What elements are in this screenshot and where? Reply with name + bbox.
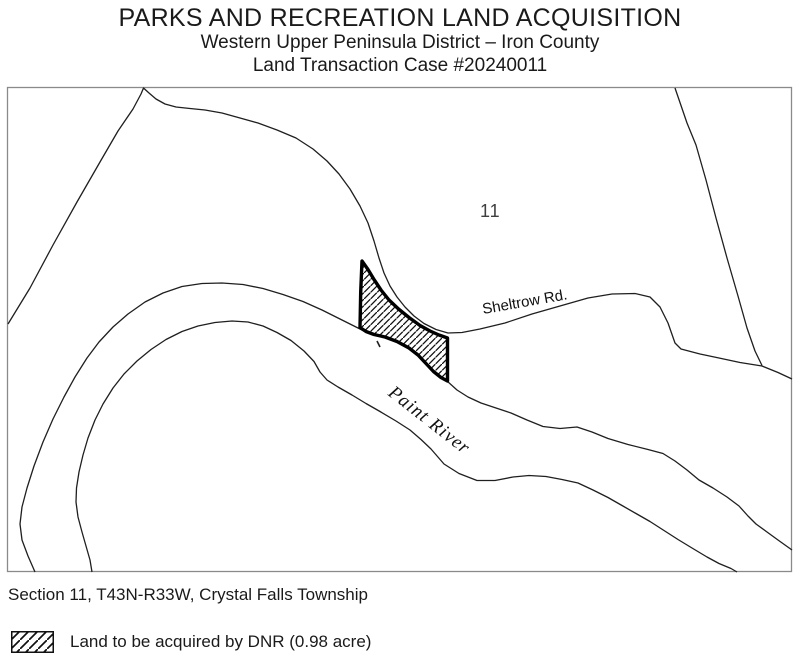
district-subtitle: Western Upper Peninsula District – Iron …	[200, 32, 600, 53]
case-number-subtitle: Land Transaction Case #20240011	[252, 55, 548, 76]
section-number-label: 11	[480, 201, 501, 221]
section-boundary-line	[674, 87, 763, 366]
location-caption: Section 11, T43N-R33W, Crystal Falls Tow…	[8, 585, 368, 604]
legend: Land to be acquired by DNR (0.98 acre)	[11, 631, 371, 653]
survey-tick	[376, 340, 381, 348]
legend-label: Land to be acquired by DNR (0.98 acre)	[70, 632, 372, 651]
river-south-bank	[75, 320, 738, 573]
legend-hatch-swatch-icon	[11, 631, 54, 653]
page-title: PARKS AND RECREATION LAND ACQUISITION	[118, 4, 682, 32]
acquisition-parcel-polygon	[358, 259, 450, 383]
road-line	[7, 87, 793, 380]
